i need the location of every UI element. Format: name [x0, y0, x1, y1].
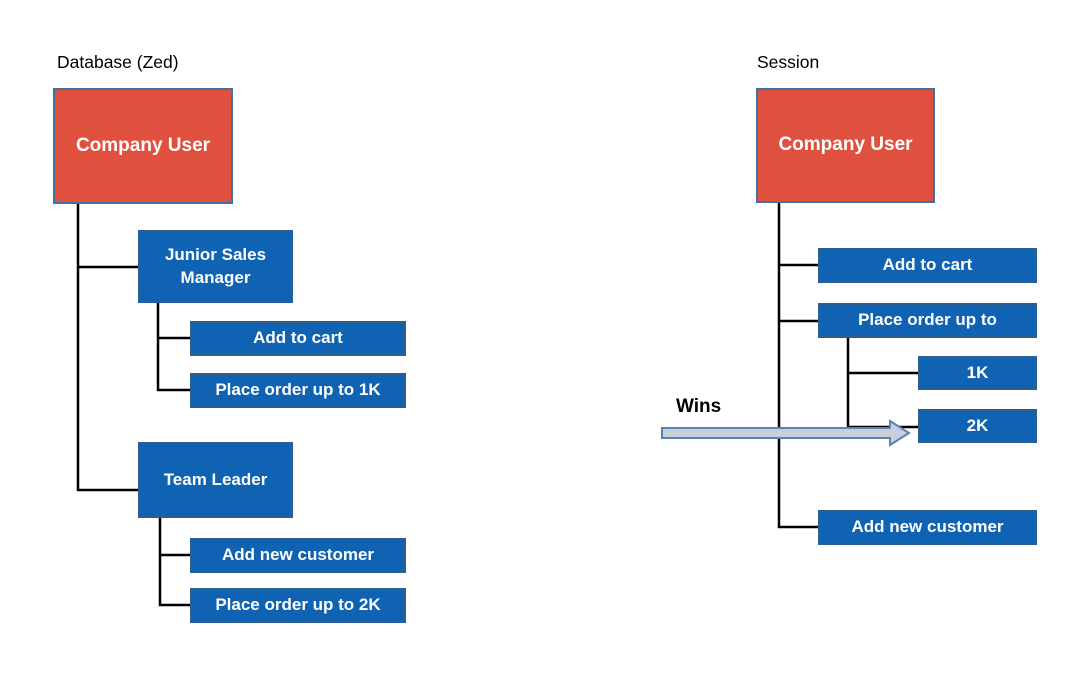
node-session-place-order-up-to: Place order up to [818, 303, 1037, 338]
node-limit-1k: 1K [918, 356, 1037, 390]
connector-right-trunk [777, 203, 818, 529]
right-tree-title: Session [757, 52, 820, 72]
node-session-add-to-cart: Add to cart [818, 248, 1037, 283]
node-team-leader: Team Leader [138, 442, 293, 518]
left-tree-title: Database (Zed) [57, 52, 179, 72]
connector-jsm-subtrunk [156, 303, 190, 392]
node-session-add-new-customer: Add new customer [818, 510, 1037, 545]
node-limit-2k: 2K [918, 409, 1037, 443]
node-jsm-add-to-cart: Add to cart [190, 321, 406, 356]
wins-arrow-icon [661, 419, 911, 447]
node-tl-add-new-customer: Add new customer [190, 538, 406, 573]
connector-tl-subtrunk [158, 518, 190, 607]
node-tl-place-order-2k: Place order up to 2K [190, 588, 406, 623]
node-jsm-place-order-1k: Place order up to 1K [190, 373, 406, 408]
node-junior-sales-manager: Junior Sales Manager [138, 230, 293, 303]
connector-po-subtrunk [846, 338, 918, 429]
connector-left-trunk [76, 204, 138, 492]
wins-label: Wins [676, 396, 722, 417]
node-company-user-session: Company User [756, 88, 935, 203]
node-company-user-database: Company User [53, 88, 233, 204]
